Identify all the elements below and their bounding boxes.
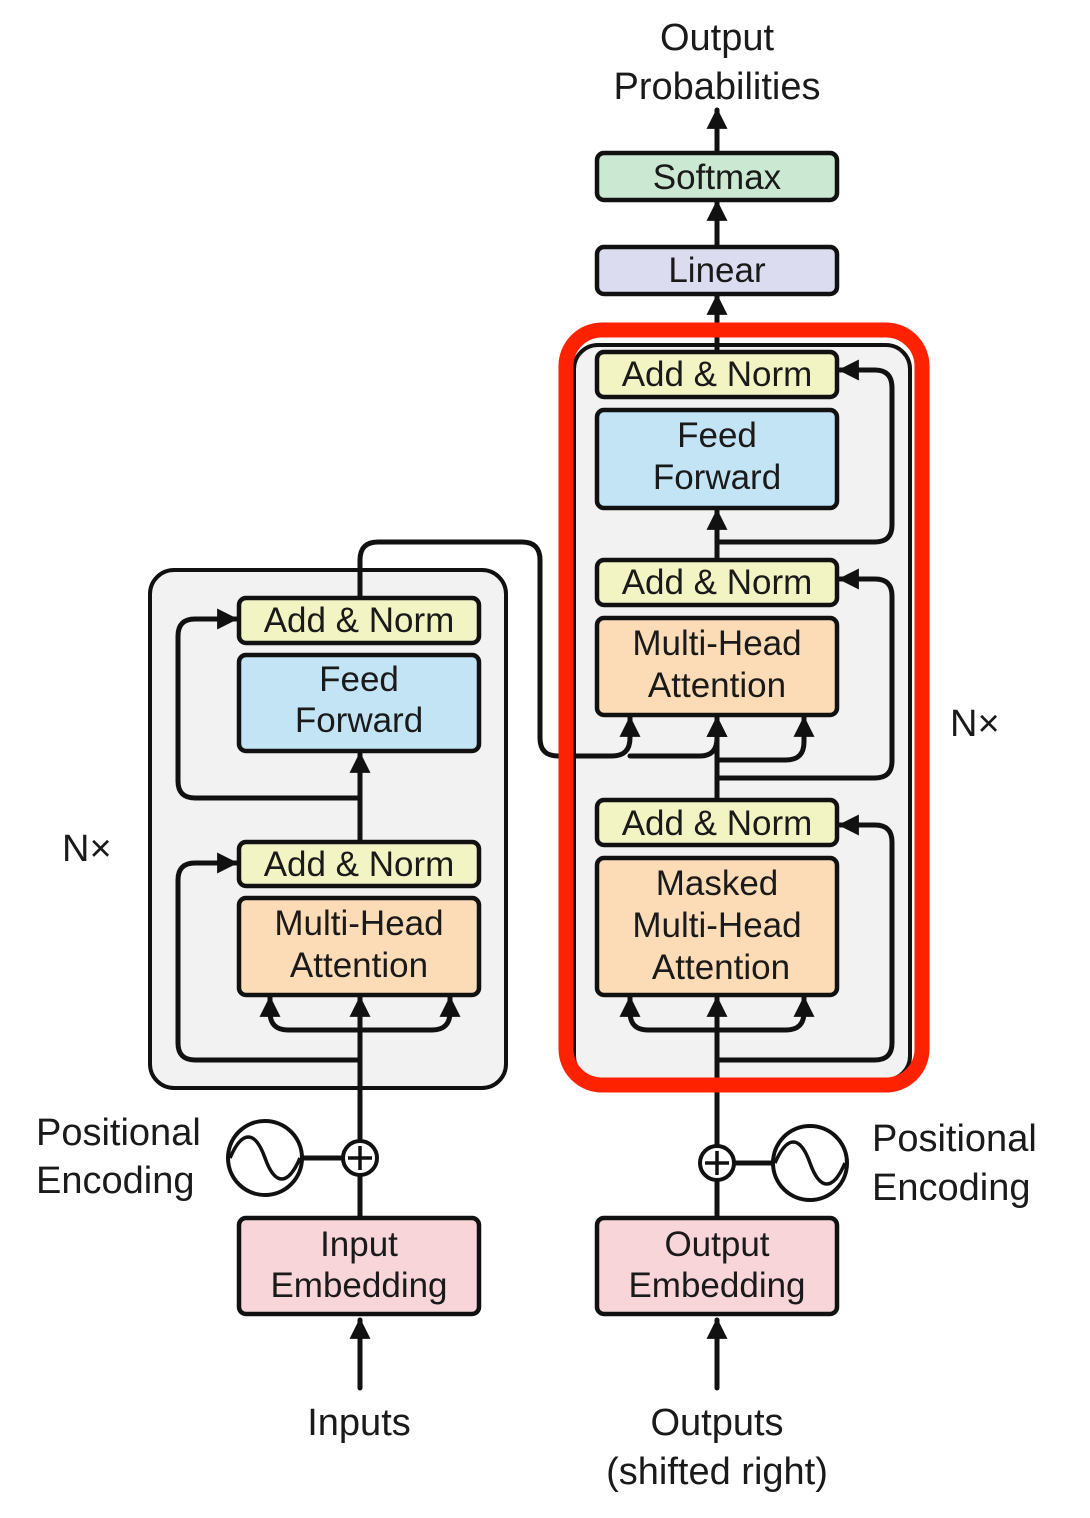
enc-mha-line2: Attention [290,946,428,985]
residual-dec-top [714,359,895,545]
dec-addnorm-mid [594,557,840,608]
positional-left-line1: Positional [36,1112,201,1154]
dec-multihead-attention [594,615,840,718]
dec-addnorm-bot [594,797,840,848]
linear-box [594,244,840,297]
outputs-line2: (shifted right) [606,1451,828,1493]
enc-ff-line2: Forward [295,701,423,740]
enc-mha-line1: Multi-Head [274,904,443,943]
branch-masked-right [714,995,815,1033]
encoder-to-decoder [357,539,641,759]
dec-addnorm-bot-label: Add & Norm [622,804,813,843]
enc-ff-line1: Feed [319,660,399,699]
dec-mha-line2: Attention [648,666,786,705]
softmax-box [594,150,840,203]
enc-feedforward [236,652,482,754]
dec-addnorm-top [594,349,840,400]
positional-right-line1: Positional [872,1118,1037,1160]
branch-enc-left [259,995,363,1033]
decoder-repeat-label: N× [950,703,1000,745]
enc-addnorm-bot [236,839,482,889]
dec-masked-line1: Masked [656,864,779,903]
output-embedding-line2: Embedding [628,1266,805,1305]
branch-enc-right [357,995,461,1033]
encoder-to-decoder-mid [627,715,728,759]
branch-masked-left [619,995,720,1033]
residual-dec-mid [714,568,895,781]
input-embedding-line1: Input [320,1225,398,1264]
dec-masked-line3: Attention [652,948,790,987]
dec-masked-line2: Multi-Head [632,906,801,945]
positional-left-line2: Encoding [36,1160,194,1202]
sine-wave-left-icon [226,1119,304,1197]
output-embedding-box [594,1215,840,1317]
positional-right-line2: Encoding [872,1167,1030,1209]
sine-wave-right-icon [771,1124,849,1202]
dec-ff-line2: Forward [653,458,781,497]
enc-addnorm-bot-label: Add & Norm [264,845,455,884]
decoder-highlight-frame [558,322,930,1093]
output-probabilities-line2: Probabilities [614,66,821,108]
dec-feedforward [594,407,840,511]
encoder-repeat-label: N× [62,828,112,870]
output-embedding-line1: Output [664,1225,769,1264]
residual-enc-bot [175,852,363,1063]
output-probabilities-line1: Output [660,17,775,59]
residual-enc-top [175,608,363,801]
add-circle-left-icon [341,1139,379,1177]
dec-addnorm-mid-label: Add & Norm [622,563,813,602]
inputs-label: Inputs [307,1402,411,1444]
linear-label: Linear [668,251,766,290]
enc-multihead-attention [236,895,482,998]
add-circle-right-icon [698,1144,736,1182]
softmax-label: Softmax [653,158,782,197]
dec-addnorm-top-label: Add & Norm [622,355,813,394]
dec-ff-line1: Feed [677,416,757,455]
outputs-line1: Outputs [650,1402,783,1444]
branch-dec-right [714,715,815,763]
input-embedding-box [236,1215,482,1317]
enc-addnorm-top-label: Add & Norm [264,601,455,640]
enc-addnorm-top [236,595,482,646]
encoder-stack [148,568,508,1090]
dec-masked-attention [594,855,840,998]
residual-dec-bot [714,814,895,1063]
dec-mha-line1: Multi-Head [632,624,801,663]
input-embedding-line2: Embedding [270,1266,447,1305]
